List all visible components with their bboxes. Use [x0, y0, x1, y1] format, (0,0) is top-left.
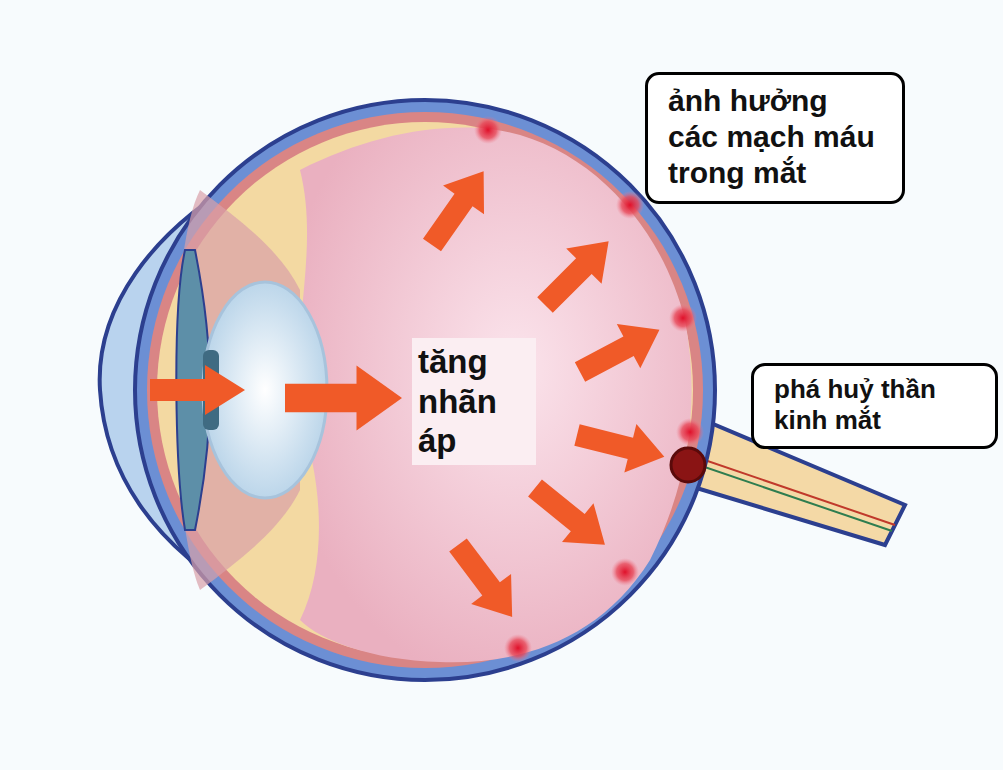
pressure-arrow	[519, 469, 620, 564]
nerve-vessel	[690, 462, 892, 531]
callout-text: phá huỷ thần kinh mắt	[774, 374, 979, 436]
pressure-arrow	[285, 366, 402, 431]
pressure-arrow	[527, 224, 626, 323]
damage-spot	[616, 191, 644, 219]
pressure-label: tăng nhãn áp	[412, 338, 536, 465]
nerve-vessel	[690, 455, 895, 525]
pressure-arrow	[568, 308, 671, 394]
sclera	[135, 100, 715, 680]
damage-spot	[669, 304, 697, 332]
callout-box: phá huỷ thần kinh mắt	[751, 363, 998, 449]
pressure-arrow	[571, 411, 670, 481]
pressure-arrow	[438, 530, 532, 632]
damage-spot	[611, 558, 639, 586]
callout-box: ảnh hưởng các mạch máu trong mắt	[645, 72, 905, 204]
pressure-arrow	[150, 365, 245, 415]
damage-spot	[474, 116, 502, 144]
damage-spot	[504, 634, 532, 662]
callout-text: ảnh hưởng các mạch máu trong mắt	[668, 83, 886, 191]
pressure-arrow	[412, 157, 505, 259]
damage-spot	[676, 418, 704, 446]
choroid	[147, 112, 703, 668]
optic-disc	[671, 448, 705, 482]
